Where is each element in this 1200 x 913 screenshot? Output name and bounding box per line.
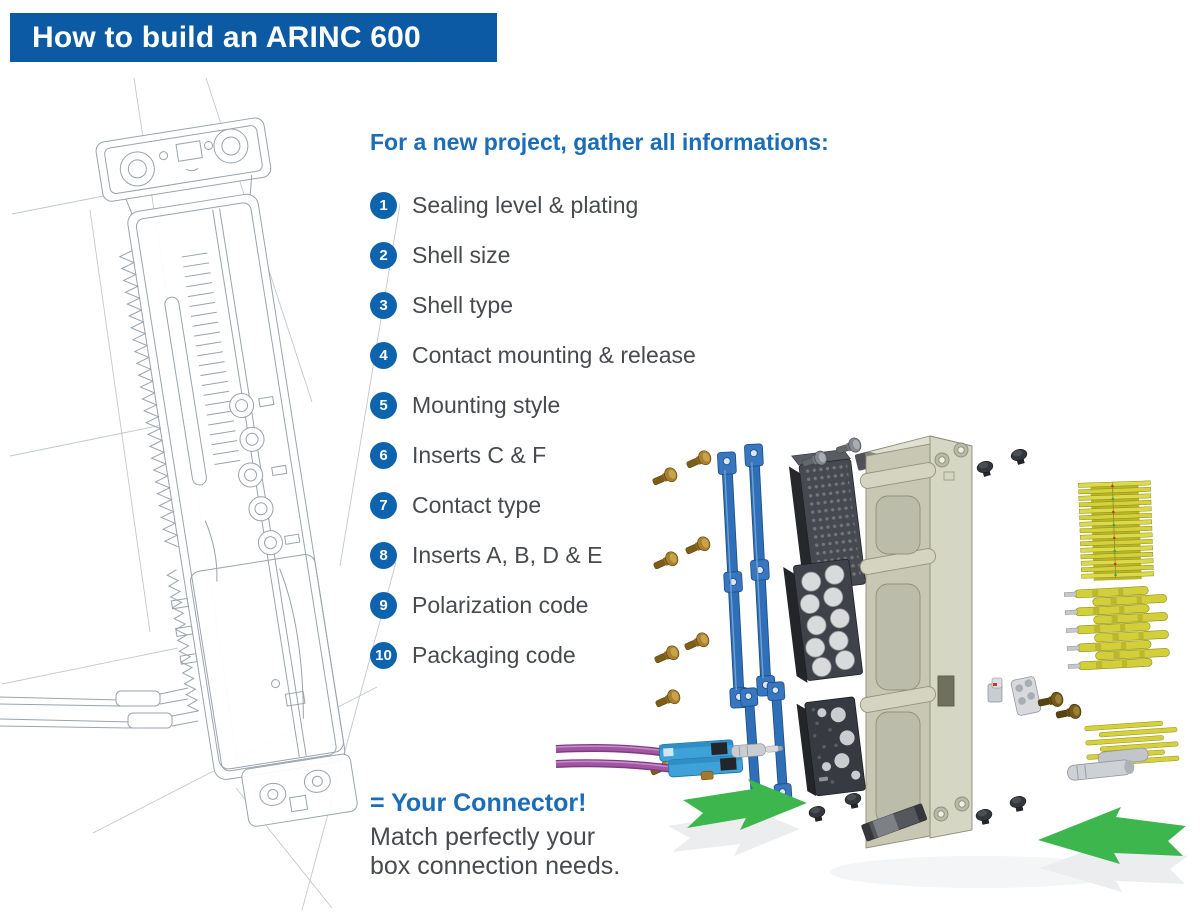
step-label: Shell size [412, 241, 511, 268]
keying-hardware [987, 676, 1083, 723]
result-headline: = Your Connector! [370, 789, 587, 817]
step-number-badge: 2 [370, 241, 397, 269]
step-item: 5 Mounting style [370, 380, 696, 430]
step-item: 7 Contact type [370, 480, 696, 530]
grey-bracket-bottom [861, 803, 928, 842]
step-number-badge: 10 [370, 641, 397, 669]
result-body-line1: Match perfectly your [370, 823, 596, 851]
step-item: 10 Packaging code [370, 630, 696, 680]
instructions-heading: For a new project, gather all informatio… [370, 129, 829, 155]
step-label: Polarization code [412, 591, 589, 618]
step-label: Inserts A, B, D & E [412, 541, 603, 568]
step-label: Shell type [412, 291, 514, 318]
insert-coax [783, 558, 863, 683]
page-title: How to build an ARINC 600 [32, 21, 421, 54]
step-label: Contact mounting & release [412, 341, 696, 368]
result-block: = Your Connector! Match perfectly your b… [370, 789, 620, 881]
step-label: Sealing level & plating [412, 191, 639, 218]
step-number-badge: 5 [370, 391, 397, 419]
step-number-badge: 6 [370, 441, 397, 469]
contact-pins-silver [1067, 747, 1149, 781]
step-number-badge: 4 [370, 341, 397, 369]
step-label: Packaging code [412, 641, 576, 668]
result-body-line2: box connection needs. [370, 852, 621, 880]
assembly-arrow-right [1038, 807, 1188, 892]
step-number-badge: 9 [370, 591, 397, 619]
step-item: 1 Sealing level & plating [370, 180, 696, 230]
step-number-badge: 3 [370, 291, 397, 319]
insert-small-contacts [788, 449, 866, 593]
step-label: Contact type [412, 491, 542, 518]
step-label: Inserts C & F [412, 441, 547, 468]
step-number-badge: 8 [370, 541, 397, 569]
step-number-badge: 7 [370, 491, 397, 519]
step-label: Mounting style [412, 391, 561, 418]
step-item: 4 Contact mounting & release [370, 330, 696, 380]
insert-mixed [796, 696, 866, 797]
fiber-cables-purple [555, 744, 675, 773]
connector-cables-sketch [0, 687, 199, 729]
step-item: 3 Shell type [370, 280, 696, 330]
step-number-badge: 1 [370, 191, 397, 219]
contact-strip-stack [1078, 480, 1154, 581]
assembly-arrow-left [668, 779, 807, 856]
step-item: 2 Shell size [370, 230, 696, 280]
step-item: 8 Inserts A, B, D & E [370, 530, 696, 580]
result-body: Match perfectly your box connection need… [370, 823, 620, 881]
exploded-view [555, 435, 1188, 892]
mounting-screws-gold [647, 448, 714, 780]
left-connector-sketch [0, 77, 400, 911]
step-item: 9 Polarization code [370, 580, 696, 630]
connector-outline [95, 117, 358, 827]
lc-connectors [658, 739, 783, 781]
contact-pins-yellow [1063, 586, 1170, 671]
shell-flange [929, 435, 973, 839]
steps-list: 1 Sealing level & plating 2 Shell size 3 Shel… [370, 180, 696, 680]
step-item: 6 Inserts C & F [370, 430, 696, 480]
title-banner: How to build an ARINC 600 [10, 13, 497, 62]
connector-shell [859, 435, 973, 849]
